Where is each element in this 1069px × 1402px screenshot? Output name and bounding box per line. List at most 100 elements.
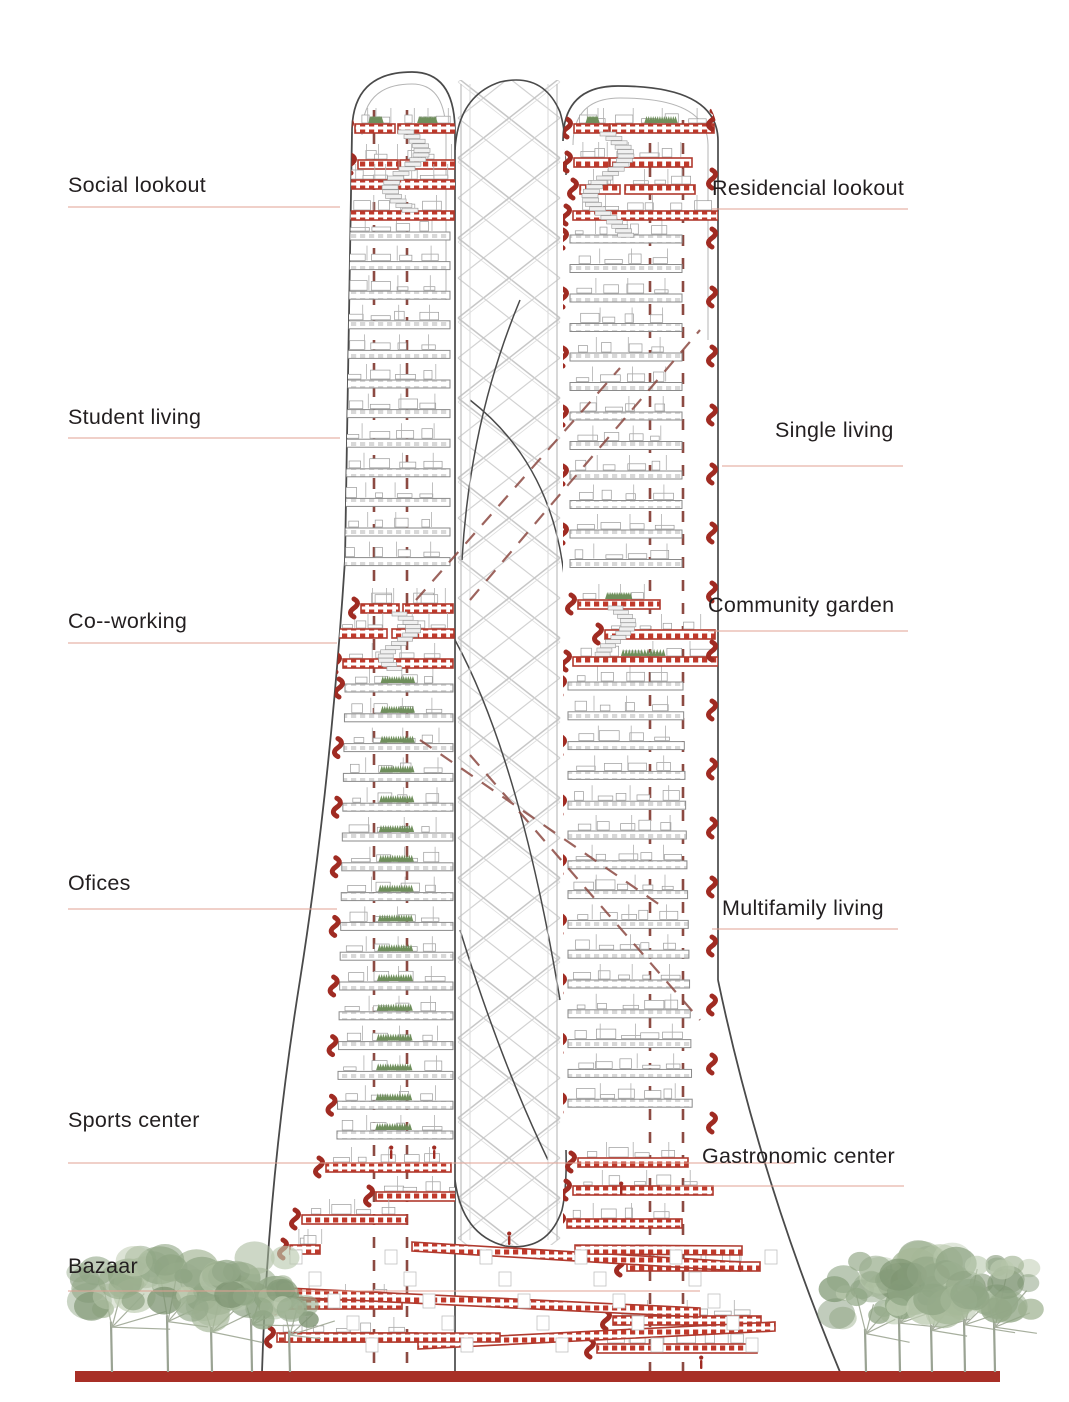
interior-furniture <box>654 403 665 412</box>
structural-core-marker <box>327 974 340 998</box>
interior-furniture <box>594 879 616 890</box>
interior-furniture <box>331 1204 352 1215</box>
special-floor-slab <box>301 1214 408 1225</box>
interior-furniture <box>576 675 586 682</box>
interior-furniture <box>597 1003 607 1010</box>
typical-floor-slab <box>567 919 689 929</box>
planting <box>658 649 663 656</box>
interior-furniture <box>396 430 415 439</box>
planting <box>410 765 415 773</box>
typical-floor-slab <box>340 921 454 931</box>
special-floor-slab <box>624 184 696 195</box>
structural-core-marker <box>563 1091 567 1115</box>
interior-furniture <box>642 884 654 890</box>
interior-furniture <box>343 1066 357 1071</box>
interior-furniture <box>575 377 590 382</box>
interior-furniture <box>388 1326 405 1333</box>
interior-furniture <box>573 881 594 890</box>
structural-core-marker <box>331 736 344 760</box>
structural-core-marker <box>563 286 569 310</box>
planting <box>642 649 647 656</box>
interior-furniture <box>394 517 409 528</box>
interior-furniture <box>627 463 647 471</box>
interior-furniture <box>629 433 644 441</box>
interior-furniture <box>598 730 620 741</box>
interior-furniture <box>348 972 365 982</box>
typical-floor-slab <box>567 830 687 840</box>
interior-furniture <box>422 1034 433 1041</box>
typical-floor-slab <box>567 860 688 870</box>
interior-furniture <box>628 343 643 353</box>
interior-furniture <box>599 226 608 235</box>
interior-furniture <box>654 289 669 294</box>
interior-furniture <box>352 797 361 803</box>
typical-floor-slab <box>343 713 454 723</box>
typical-floor-slab <box>567 770 686 780</box>
typical-floor-slab <box>569 382 683 391</box>
interior-furniture <box>576 1088 596 1099</box>
interior-furniture <box>353 737 365 743</box>
interior-furniture <box>370 281 391 291</box>
interior-furniture <box>624 313 634 323</box>
planting <box>433 116 438 123</box>
interior-furniture <box>683 621 695 630</box>
structural-core-marker <box>706 1052 718 1076</box>
planting <box>409 795 415 803</box>
podium-ramp-slab <box>284 1332 501 1343</box>
typical-floor-slab <box>567 979 691 989</box>
interior-furniture <box>349 653 363 659</box>
interior-furniture <box>627 553 648 559</box>
structural-core-marker <box>363 1184 375 1208</box>
interior-furniture <box>425 1181 441 1192</box>
interior-furniture <box>355 676 368 684</box>
interior-furniture <box>421 428 433 439</box>
typical-floor-slab <box>569 264 683 273</box>
interior-furniture <box>642 974 651 980</box>
typical-floor-slab <box>569 411 683 421</box>
planting <box>407 1123 413 1130</box>
interior-furniture <box>624 1207 633 1219</box>
interior-furniture <box>656 1174 672 1186</box>
interior-furniture <box>399 652 415 659</box>
planting <box>673 116 678 123</box>
structural-core-marker <box>330 795 343 819</box>
planting <box>410 705 415 713</box>
structural-core-marker <box>563 227 569 251</box>
interior-furniture <box>430 624 446 629</box>
interior-furniture <box>395 374 416 380</box>
label-multifamily-living: Multifamily living <box>722 896 884 920</box>
typical-floor-slab <box>343 743 454 753</box>
interior-furniture <box>425 708 443 714</box>
structural-core-marker <box>328 914 341 938</box>
interior-furniture <box>663 942 676 950</box>
interior-furniture <box>624 702 635 712</box>
interior-furniture <box>342 624 353 629</box>
interior-furniture <box>374 594 393 604</box>
interior-furniture <box>694 200 712 211</box>
interior-furniture <box>622 1004 639 1010</box>
structural-core-marker <box>565 592 577 616</box>
structural-core-marker <box>348 596 360 620</box>
interior-furniture <box>353 200 371 211</box>
interior-furniture <box>361 114 370 124</box>
interior-furniture <box>576 765 596 771</box>
planting <box>648 649 654 656</box>
typical-floor-slab <box>567 800 687 810</box>
structural-core-marker <box>567 177 579 201</box>
interior-furniture <box>583 1181 593 1186</box>
interior-furniture <box>663 1088 673 1099</box>
structural-core-marker <box>706 816 718 840</box>
interior-furniture <box>394 310 405 321</box>
interior-furniture <box>420 1093 433 1101</box>
interior-furniture <box>626 671 645 682</box>
interior-furniture <box>341 1120 354 1131</box>
interior-furniture <box>574 549 584 559</box>
interior-furniture <box>640 852 653 861</box>
interior-furniture <box>420 1002 436 1012</box>
interior-furniture <box>639 625 652 630</box>
interior-furniture <box>654 736 670 741</box>
typical-floor-slab <box>567 1098 693 1108</box>
interior-furniture <box>396 493 413 498</box>
structural-core-marker <box>706 875 718 899</box>
interior-furniture <box>572 1209 581 1219</box>
